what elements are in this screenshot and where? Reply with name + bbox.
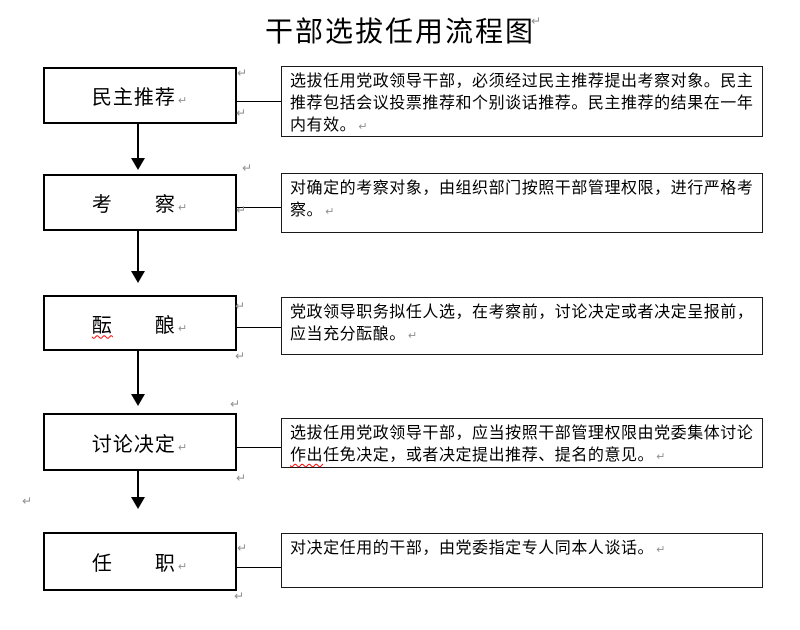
step-4-description-box: 选拔任用党政领导干部，应当按照干部管理权限由党委集体讨论作出任免决定，或者决定提… (281, 418, 763, 468)
arrow-head-icon (131, 271, 145, 283)
step-1-description: 选拔任用党政领导干部，必须经过民主推荐提出考察对象。民主推荐包括会议投票推荐和个… (290, 71, 754, 134)
paragraph-mark: ↵ (177, 94, 189, 107)
paragraph-mark: ↵ (531, 14, 542, 28)
connector-line-4 (236, 447, 281, 448)
arrow-head-icon (131, 158, 145, 170)
step-5-description: 对决定任用的干部，由党委指定专人同本人谈话。↵ (290, 538, 666, 557)
paragraph-mark: ↵ (235, 349, 246, 363)
flow-step-4-box: 讨论决定↵ (43, 413, 237, 471)
paragraph-mark: ↵ (236, 106, 247, 120)
paragraph-mark: ↵ (234, 589, 245, 603)
paragraph-mark: ↵ (656, 450, 666, 463)
connector-line-3 (236, 327, 281, 328)
flow-step-2-label: 考 察↵ (91, 192, 189, 216)
step-3-description-box: 党政领导职务拟任人选，在考察前，讨论决定或者决定呈报前，应当充分酝酿。↵ (281, 297, 763, 355)
step-3-description: 党政领导职务拟任人选，在考察前，讨论决定或者决定呈报前，应当充分酝酿。↵ (290, 302, 754, 343)
step-5-description-box: 对决定任用的干部，由党委指定专人同本人谈话。↵ (281, 533, 763, 588)
down-arrow-1 (131, 124, 145, 170)
page-title: 干部选拔任用流程图 (264, 15, 535, 48)
paragraph-mark: ↵ (325, 205, 335, 218)
flow-step-5-box: 任 职↵ (43, 532, 237, 591)
paragraph-mark: ↵ (177, 201, 189, 214)
arrow-shaft (137, 231, 139, 271)
arrow-head-icon (131, 394, 145, 406)
paragraph-mark: ↵ (237, 541, 248, 555)
flow-step-1-box: 民主推荐↵ (43, 67, 237, 124)
paragraph-mark: ↵ (177, 560, 189, 573)
flow-step-3-label: 酝 酿↵ (91, 312, 189, 337)
paragraph-mark: ↵ (242, 161, 253, 175)
step-2-description-box: 对确定的考察对象，由组织部门按照干部管理权限，进行严格考察。↵ (281, 173, 763, 233)
step-4-description: 选拔任用党政领导干部，应当按照干部管理权限由党委集体讨论作出任免决定，或者决定提… (290, 423, 754, 464)
flow-step-3-box: 酝 酿↵ (43, 295, 237, 351)
paragraph-mark: ↵ (656, 543, 666, 556)
step-1-description-box: 选拔任用党政领导干部，必须经过民主推荐提出考察对象。民主推荐包括会议投票推荐和个… (281, 66, 763, 137)
paragraph-mark: ↵ (230, 397, 241, 411)
paragraph-mark: ↵ (407, 329, 418, 342)
arrow-shaft (137, 471, 139, 497)
flow-step-2-box: 考 察↵ (43, 174, 237, 231)
arrow-shaft (137, 351, 139, 394)
paragraph-mark: ↵ (236, 203, 247, 217)
arrow-shaft (137, 124, 139, 158)
paragraph-mark: ↵ (177, 321, 189, 335)
flow-step-4-label: 讨论决定↵ (91, 431, 189, 456)
down-arrow-2 (131, 231, 145, 283)
connector-line-2 (236, 207, 281, 208)
paragraph-mark: ↵ (22, 494, 33, 508)
flow-step-5-label: 任 职↵ (91, 551, 189, 575)
paragraph-mark: ↵ (235, 299, 246, 313)
connector-line-1 (236, 101, 281, 102)
down-arrow-4 (131, 471, 145, 509)
down-arrow-3 (131, 351, 145, 406)
paragraph-mark: ↵ (237, 66, 248, 80)
paragraph-mark: ↵ (236, 471, 247, 485)
paragraph-mark: ↵ (358, 120, 368, 133)
connector-line-5 (236, 567, 281, 568)
step-2-description: 对确定的考察对象，由组织部门按照干部管理权限，进行严格考察。↵ (290, 178, 754, 219)
flow-step-1-label: 民主推荐↵ (91, 85, 189, 109)
paragraph-mark: ↵ (177, 440, 189, 454)
arrow-head-icon (131, 497, 145, 509)
